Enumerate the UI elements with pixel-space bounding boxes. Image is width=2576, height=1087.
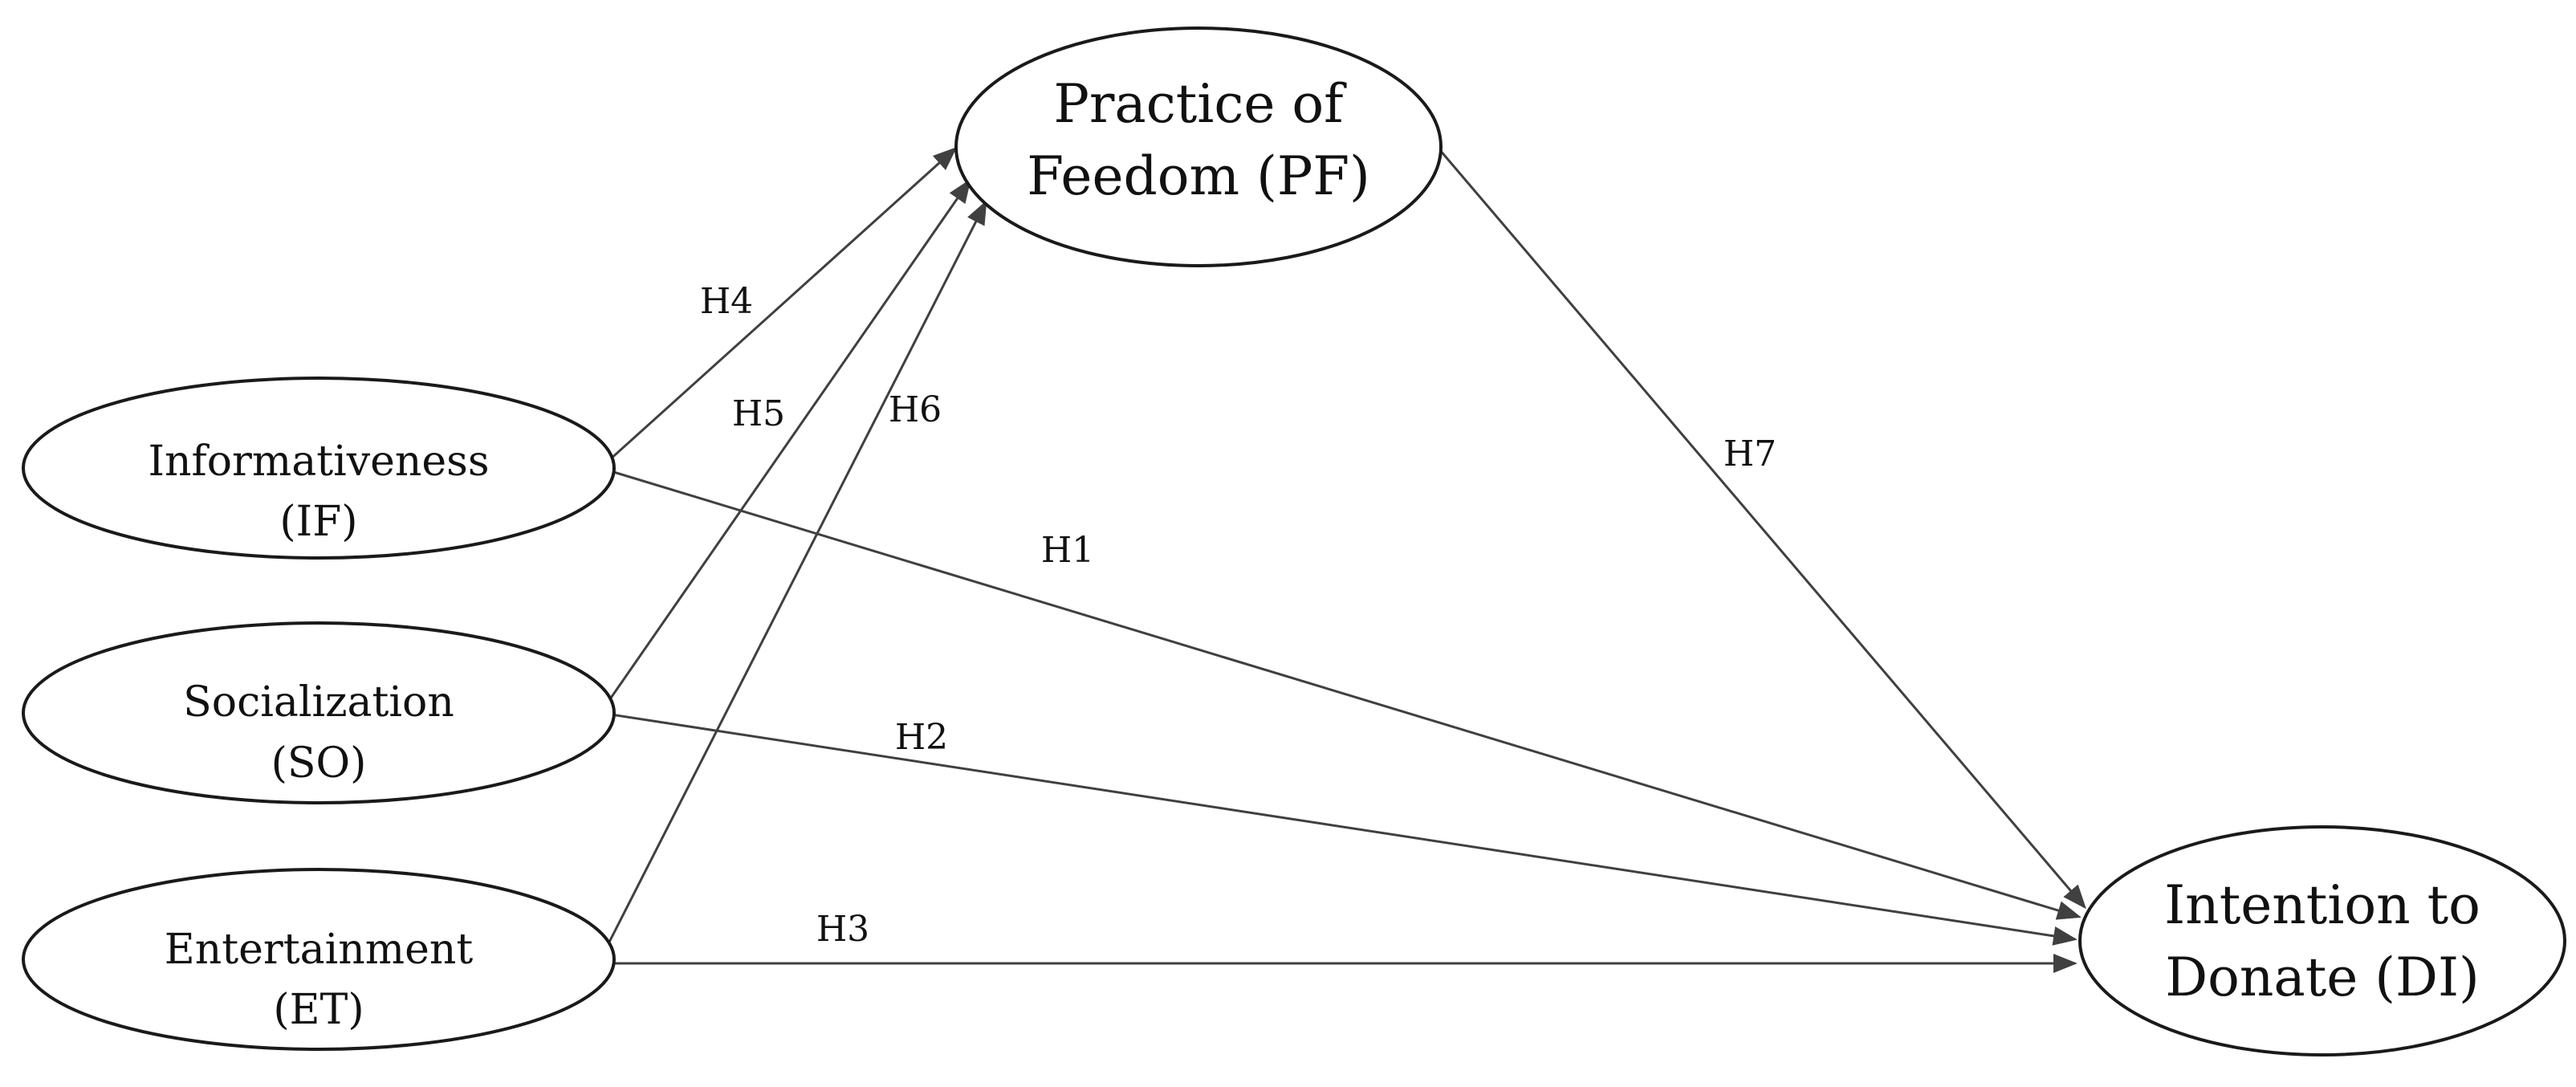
socialization-label-line1: Socialization <box>183 678 454 727</box>
construct-entertainment: Entertainment (ET) <box>22 868 616 1051</box>
label-h7: H7 <box>1723 434 1776 474</box>
label-h3: H3 <box>816 909 869 950</box>
intention-to-donate-ellipse <box>2078 825 2566 1056</box>
informativeness-label-line2: (IF) <box>279 498 357 546</box>
hypothesis-labels: H4 H5 H6 H1 H2 H3 H7 <box>700 281 1776 950</box>
construct-intention-to-donate: Intention to Donate (DI) <box>2078 825 2566 1056</box>
intention-to-donate-label-line1: Intention to <box>2164 874 2480 936</box>
construct-socialization: Socialization (SO) <box>22 621 616 804</box>
socialization-label-line2: (SO) <box>271 739 367 788</box>
path-h7-pf-to-di <box>1438 149 2086 910</box>
label-h5: H5 <box>732 393 785 434</box>
label-h2: H2 <box>895 717 948 758</box>
path-h6-et-to-pf <box>599 200 987 960</box>
socialization-ellipse <box>22 621 616 804</box>
construct-informativeness: Informativeness (IF) <box>22 377 616 560</box>
path-h1-if-to-di <box>600 466 2082 920</box>
informativeness-label-line1: Informativeness <box>148 438 489 486</box>
practice-of-freedom-label-line1: Practice of <box>1053 73 1347 135</box>
label-h6: H6 <box>889 389 942 430</box>
practice-of-freedom-label-line2: Feedom (PF) <box>1027 145 1370 207</box>
entertainment-label-line1: Entertainment <box>165 926 474 974</box>
practice-of-freedom-ellipse <box>954 26 1443 267</box>
path-h5-so-to-pf <box>599 178 971 714</box>
label-h1: H1 <box>1041 530 1094 571</box>
construct-practice-of-freedom: Practice of Feedom (PF) <box>954 26 1443 267</box>
entertainment-ellipse <box>22 868 616 1051</box>
hypothesis-paths <box>599 146 2086 973</box>
path-h2-so-to-di <box>600 711 2077 946</box>
intention-to-donate-label-line2: Donate (DI) <box>2165 947 2480 1008</box>
label-h4: H4 <box>700 281 753 322</box>
entertainment-label-line2: (ET) <box>273 986 364 1034</box>
path-h4-if-to-pf <box>599 146 958 470</box>
informativeness-ellipse <box>22 377 616 560</box>
